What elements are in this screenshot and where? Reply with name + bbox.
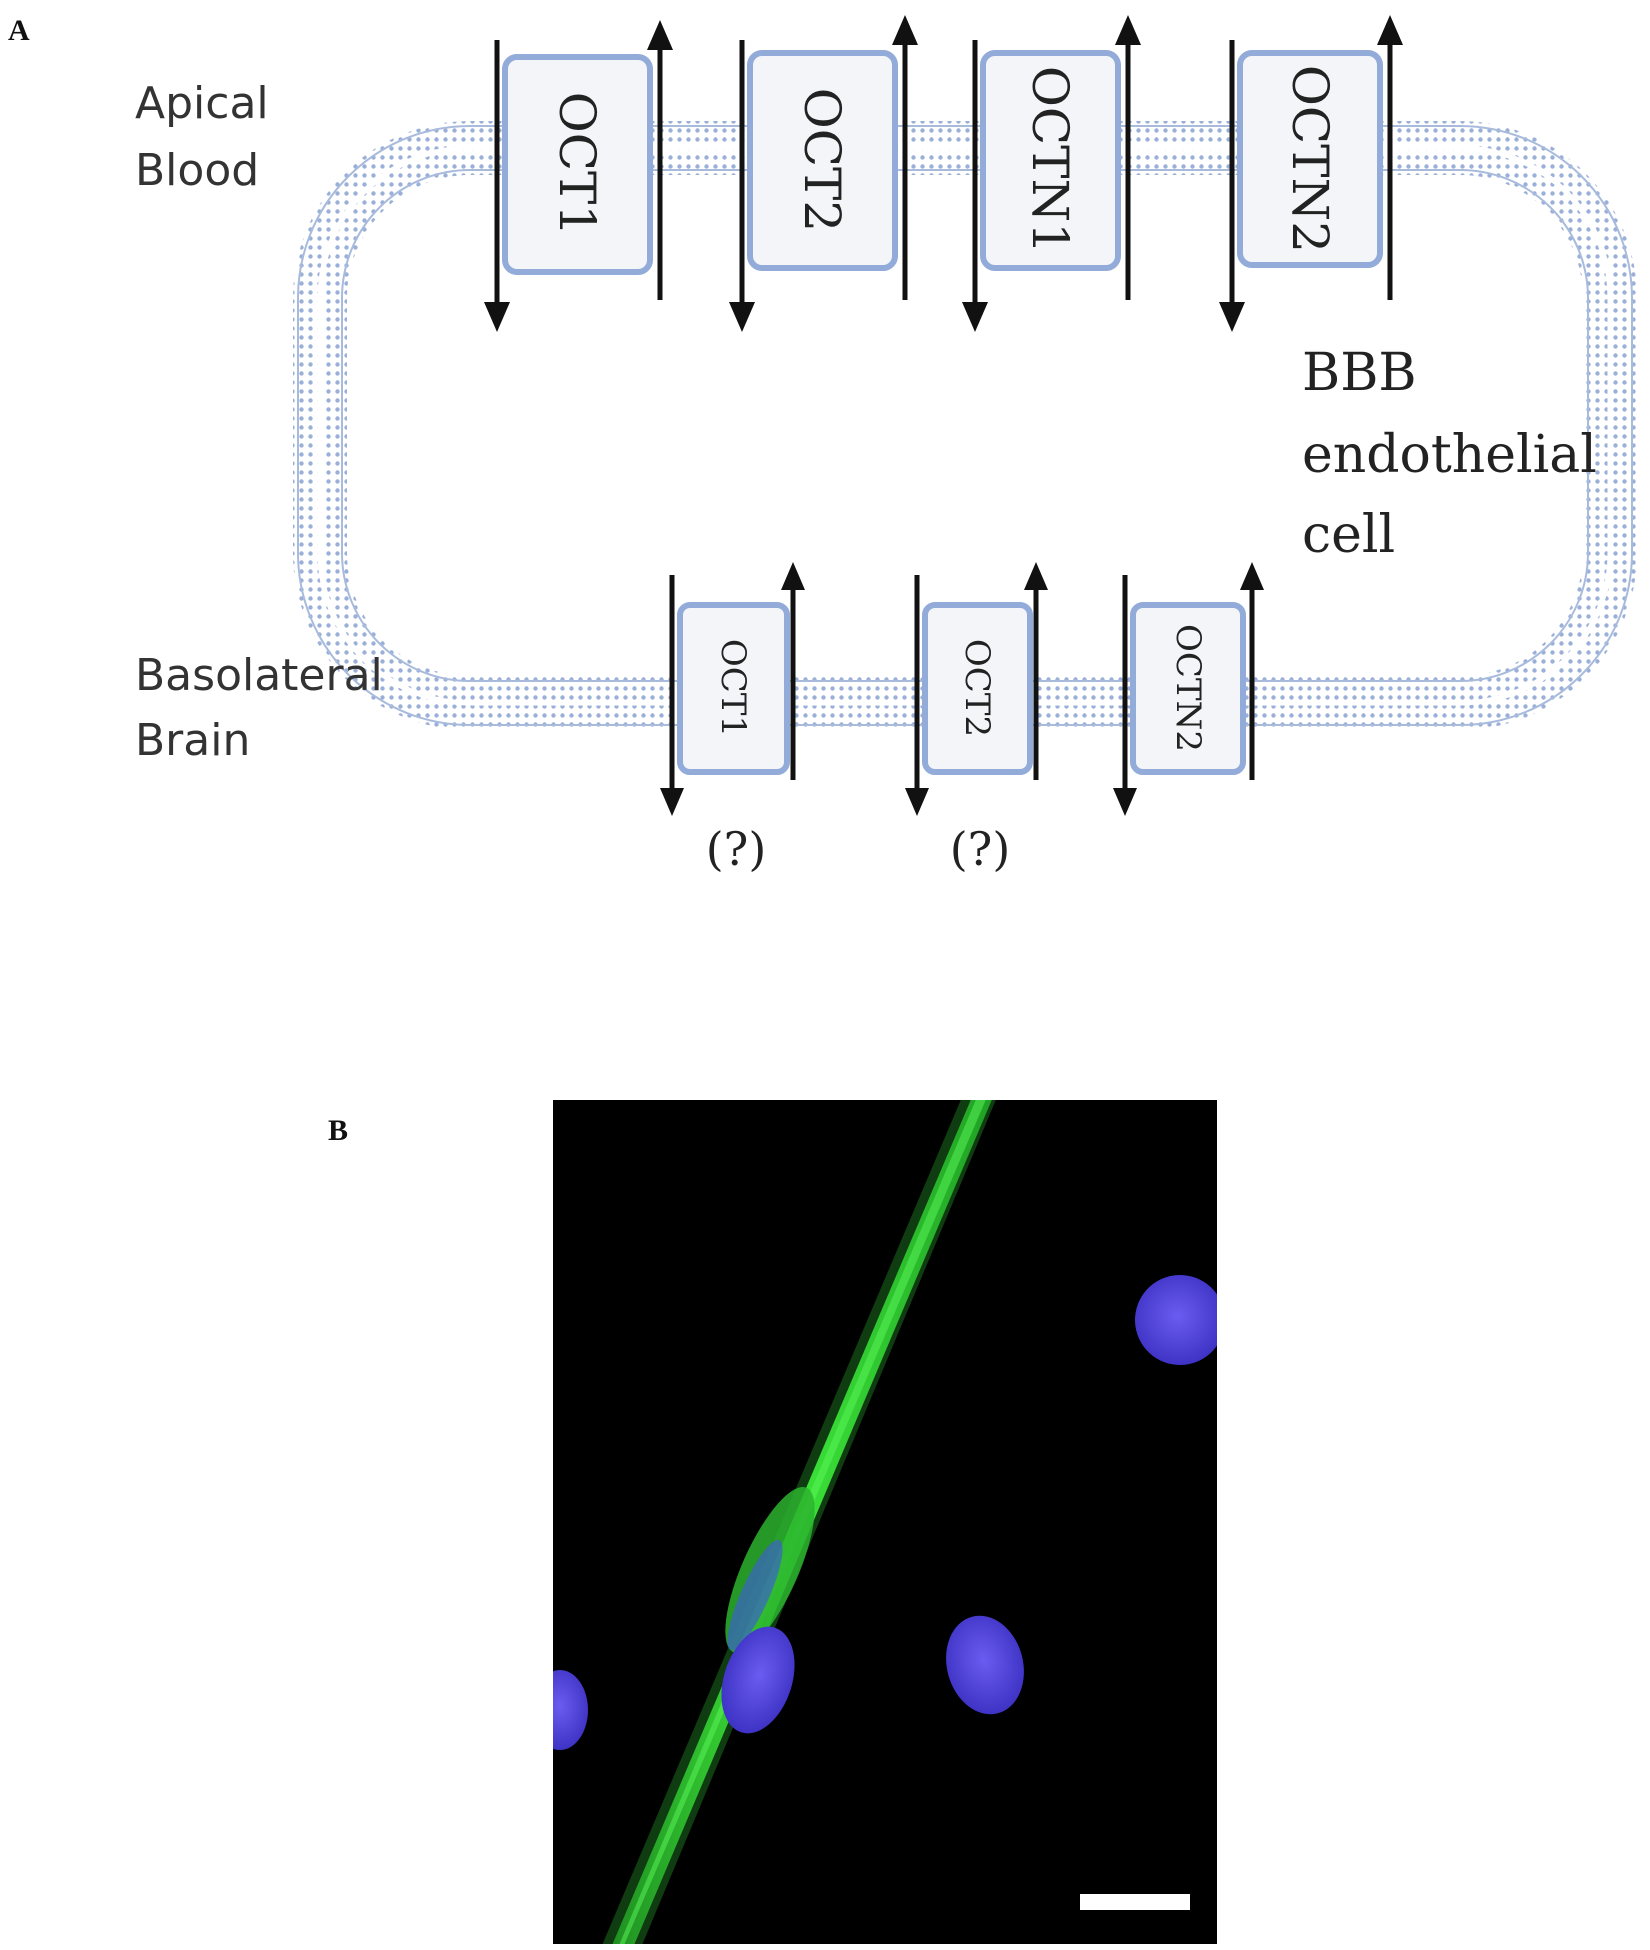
- apical-transporter-oct2: OCT2: [729, 15, 918, 332]
- panel-a-letter: A: [8, 14, 30, 47]
- apical-transporter-oct1: OCT1: [484, 20, 673, 332]
- basolateral-oct1-label: OCT1: [713, 639, 753, 737]
- uncertain-mark-oct1: (?): [706, 822, 767, 876]
- nucleus-top-right: [1135, 1275, 1217, 1365]
- vessel-nucleus-blue: [727, 1539, 783, 1651]
- apical-octn1-label: OCTN1: [1021, 66, 1079, 254]
- panel-b-letter: B: [328, 1114, 348, 1147]
- micrograph: [553, 1100, 1217, 1944]
- apical-oct2-label: OCT2: [793, 88, 851, 232]
- apical-octn2-label: OCTN2: [1281, 65, 1339, 253]
- nucleus-center: [946, 1615, 1024, 1715]
- basolateral-transporter-octn2: OCTN2: [1113, 562, 1264, 816]
- basolateral-label: Basolateral: [135, 650, 383, 701]
- nucleus-left-edge: [553, 1670, 588, 1750]
- micrograph-background: [553, 1100, 1217, 1944]
- basolateral-oct2-label: OCT2: [957, 639, 997, 737]
- basolateral-octn2-label: OCTN2: [1168, 624, 1208, 752]
- apical-transporter-octn2: OCTN2: [1219, 15, 1403, 332]
- blood-label: Blood: [135, 145, 259, 196]
- panel-a: A Apical Blood Basolateral Brain BBB end…: [8, 14, 1637, 876]
- apical-transporter-octn1: OCTN1: [962, 15, 1141, 332]
- bbb-label: BBB: [1302, 343, 1417, 403]
- nucleus-on-vessel: [721, 1626, 795, 1734]
- scale-bar: [1080, 1894, 1190, 1910]
- brain-label: Brain: [135, 715, 250, 766]
- panel-b: B: [328, 1100, 1217, 1944]
- apical-oct1-label: OCT1: [548, 92, 606, 236]
- cell-word-label: cell: [1302, 505, 1395, 565]
- basolateral-transporter-oct1: OCT1: [660, 562, 805, 816]
- basolateral-transporter-oct2: OCT2: [905, 562, 1048, 816]
- endothelial-label: endothelial: [1302, 425, 1597, 485]
- uncertain-mark-oct2: (?): [950, 822, 1011, 876]
- apical-label: Apical: [135, 78, 269, 129]
